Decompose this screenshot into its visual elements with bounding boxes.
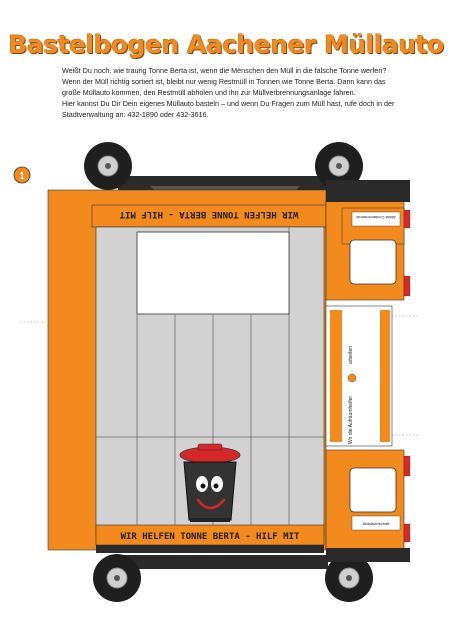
cab-roof-panel: Wir die Aufräumhelfer arbeiten (325, 305, 393, 447)
tonne-berta-bin (179, 443, 241, 522)
intro-paragraph-1: Weißt Du noch, wie traurig Tonne Berta i… (62, 66, 387, 97)
bottom-chassis (93, 554, 373, 602)
door-label-bottom: Abfallwirtschaft (363, 521, 391, 526)
top-chassis (84, 142, 363, 196)
side-text-2: arbeiten (348, 346, 354, 364)
door-label-top: Abfall Containerdienst (356, 215, 396, 220)
page-title: Bastelbogen Aachener Müllauto (8, 30, 444, 59)
sheet-number: 1 (19, 171, 25, 182)
intro-text: Weißt Du noch, wie traurig Tonne Berta i… (62, 65, 402, 120)
cab-top: Abfall Containerdienst (325, 180, 411, 301)
side-text: Wir die Aufräumhelfer (348, 396, 354, 444)
intro-paragraph-2: Hier kannst Du Dir Dein eigenes Müllauto… (62, 99, 395, 119)
sheet-number-badge: 1 (13, 166, 31, 184)
slogan-bottom: WIR HELFEN TONNE BERTA - HILF MIT (121, 532, 300, 542)
slogan-top: WIR HELFEN TONNE BERTA - HILF MIT (119, 209, 298, 219)
cab-bottom: Abfallwirtschaft (325, 449, 411, 562)
